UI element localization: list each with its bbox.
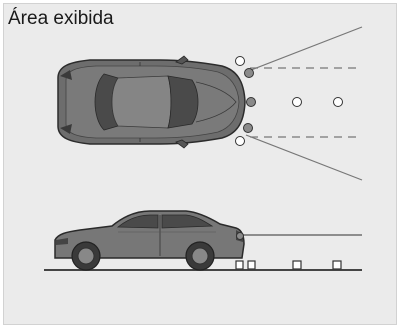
diagram-title: Área exibida bbox=[8, 8, 114, 29]
sensor-front-corner-upper bbox=[244, 68, 254, 78]
sensor-front-center bbox=[246, 97, 256, 107]
top-view bbox=[57, 26, 363, 181]
ground-marker bbox=[235, 260, 244, 270]
diagram-panel bbox=[3, 3, 397, 325]
ground-marker bbox=[332, 260, 342, 270]
detection-point bbox=[292, 97, 302, 107]
side-view bbox=[44, 210, 362, 271]
detection-point bbox=[235, 136, 245, 146]
range-line-upper bbox=[245, 26, 363, 73]
detection-point bbox=[235, 56, 245, 66]
car-top-view bbox=[57, 55, 246, 149]
sensor-front-corner-lower bbox=[243, 123, 253, 133]
ground-marker bbox=[247, 260, 256, 270]
car-side-view bbox=[54, 210, 245, 271]
ground-marker bbox=[292, 260, 302, 270]
range-line-lower bbox=[245, 134, 363, 181]
detection-point bbox=[333, 97, 343, 107]
sensor-rear-bumper bbox=[236, 232, 244, 240]
